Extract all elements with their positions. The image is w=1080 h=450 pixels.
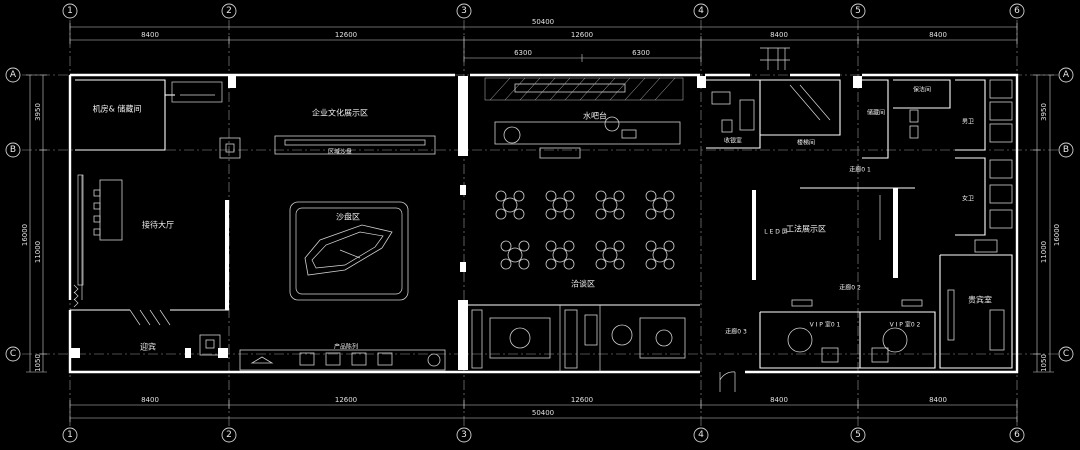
room-sand-table: 沙盘区 bbox=[336, 212, 360, 222]
room-vip-1: V I P 室0 1 bbox=[810, 321, 841, 329]
bubble-top-1-label: 1 bbox=[67, 6, 73, 16]
bubble-right-A-label: A bbox=[1063, 70, 1070, 80]
dim-right-2: 16000 bbox=[1053, 224, 1061, 246]
label-wall-screen: 区域沙盘 bbox=[328, 148, 352, 156]
bubble-bottom-5-label: 5 bbox=[855, 430, 861, 440]
bubble-top-4-label: 4 bbox=[698, 6, 704, 16]
dim-top-span-5: 8400 bbox=[929, 31, 947, 39]
room-cashier: 收银室 bbox=[724, 137, 742, 145]
bubble-left-A bbox=[5, 67, 21, 83]
dim-bottom-span-2: 12600 bbox=[335, 396, 357, 404]
dim-right-4: 1050 bbox=[1040, 354, 1048, 372]
bubble-top-2-label: 2 bbox=[226, 6, 232, 16]
dim-top-span-1: 8400 bbox=[141, 31, 159, 39]
room-culture-exhibit: 企业文化展示区 bbox=[312, 108, 368, 118]
bubble-left-B bbox=[5, 142, 21, 158]
room-storage: 储藏间 bbox=[867, 109, 885, 117]
dim-bottom-span-3: 12600 bbox=[571, 396, 593, 404]
bubble-top-3-label: 3 bbox=[461, 6, 467, 16]
bubble-top-6-label: 6 bbox=[1014, 6, 1020, 16]
room-negotiation: 洽谈区 bbox=[571, 279, 595, 289]
bubble-bottom-2-label: 2 bbox=[226, 430, 232, 440]
bubble-bottom-6 bbox=[1009, 427, 1025, 443]
room-corridor-2: 走廊0 2 bbox=[839, 284, 861, 292]
dim-top-span-2: 12600 bbox=[335, 31, 357, 39]
center-block: 水吧台 洽谈区 bbox=[458, 76, 700, 372]
bubble-left-C bbox=[5, 346, 21, 362]
bubble-right-A bbox=[1058, 67, 1074, 83]
grid-lines bbox=[22, 20, 1058, 428]
dim-top-sub-2: 6300 bbox=[632, 49, 650, 57]
bubble-right-C-label: C bbox=[1063, 349, 1069, 359]
dim-left-2: 16000 bbox=[21, 224, 29, 246]
dim-top-span-4: 8400 bbox=[770, 31, 788, 39]
left-block: 机房& 储藏间 接待大厅 迎宾 bbox=[70, 79, 229, 358]
label-product-showcase: 产品陈列 bbox=[334, 343, 358, 351]
bubble-bottom-3 bbox=[456, 427, 472, 443]
bubble-right-B-label: B bbox=[1063, 145, 1069, 155]
dim-total-bottom: 50400 bbox=[532, 409, 554, 417]
dim-left-4: 1050 bbox=[34, 354, 42, 372]
dimensions-right: 3950 16000 11000 1050 bbox=[1033, 74, 1061, 373]
bubble-top-4 bbox=[693, 3, 709, 19]
bubble-bottom-1-label: 1 bbox=[67, 430, 73, 440]
dim-top-span-3: 12600 bbox=[571, 31, 593, 39]
exterior-walls bbox=[68, 73, 1019, 374]
dim-left-1: 3950 bbox=[34, 103, 42, 121]
bubble-bottom-2 bbox=[221, 427, 237, 443]
bubble-bottom-6-label: 6 bbox=[1014, 430, 1020, 440]
dim-bottom-span-5: 8400 bbox=[929, 396, 947, 404]
bubble-top-5-label: 5 bbox=[855, 6, 861, 16]
bubble-bottom-3-label: 3 bbox=[461, 430, 467, 440]
dim-bottom-span-4: 8400 bbox=[770, 396, 788, 404]
bubble-bottom-1 bbox=[62, 427, 78, 443]
bubble-top-5 bbox=[850, 3, 866, 19]
bubble-top-3 bbox=[456, 3, 472, 19]
bubble-top-2 bbox=[221, 3, 237, 19]
dim-top-sub-1: 6300 bbox=[514, 49, 532, 57]
dimensions-top: 50400 8400 12600 12600 8400 8400 6300 63… bbox=[69, 18, 1018, 62]
dim-bottom-span-1: 8400 bbox=[141, 396, 159, 404]
bubble-left-A-label: A bbox=[10, 70, 17, 80]
bubble-right-C bbox=[1058, 346, 1074, 362]
dimensions-left: 3950 16000 11000 1050 bbox=[21, 74, 47, 373]
room-cleaning: 保洁间 bbox=[913, 86, 931, 94]
room-water-bar: 水吧台 bbox=[583, 111, 607, 121]
dim-left-3: 11000 bbox=[34, 241, 42, 263]
negotiation-tables bbox=[495, 190, 675, 270]
room-welcome: 迎宾 bbox=[140, 342, 156, 352]
room-guest: 贵宾室 bbox=[968, 295, 992, 305]
right-block: 收银室 楼梯间 储藏间 保洁间 男卫 女卫 走廊0 1 bbox=[706, 47, 1013, 392]
bubble-bottom-4 bbox=[693, 427, 709, 443]
label-led-screen: L E D 屏 bbox=[764, 229, 787, 236]
bubble-bottom-4-label: 4 bbox=[698, 430, 704, 440]
dimensions-bottom: 8400 12600 12600 8400 8400 50400 bbox=[69, 396, 1018, 422]
dim-right-1: 3950 bbox=[1040, 103, 1048, 121]
bubble-left-B-label: B bbox=[10, 145, 16, 155]
room-male-wc: 男卫 bbox=[962, 119, 974, 126]
bubble-right-B bbox=[1058, 142, 1074, 158]
room-vip-2: V I P 室0 2 bbox=[890, 321, 921, 329]
bubble-top-6 bbox=[1009, 3, 1025, 19]
bubble-left-C-label: C bbox=[10, 349, 16, 359]
room-corridor-3: 走廊0 3 bbox=[725, 328, 747, 336]
dim-total-top: 50400 bbox=[532, 18, 554, 26]
dim-right-3: 11000 bbox=[1040, 241, 1048, 263]
bubble-top-1 bbox=[62, 3, 78, 19]
room-stairwell: 楼梯间 bbox=[797, 139, 815, 147]
room-reception-hall: 接待大厅 bbox=[142, 220, 174, 230]
bubble-bottom-5 bbox=[850, 427, 866, 443]
room-machine-storage: 机房& 储藏间 bbox=[93, 104, 142, 114]
room-female-wc: 女卫 bbox=[962, 195, 974, 203]
culture-exhibit-block: 区域沙盘 企业文化展示区 沙盘区 产品陈列 bbox=[219, 108, 446, 371]
room-craft-exhibit: 工法展示区 bbox=[786, 224, 826, 234]
grid-bubbles: 1 2 3 4 5 6 1 2 3 4 5 6 A B C A B bbox=[5, 3, 1074, 443]
room-corridor-1: 走廊0 1 bbox=[849, 166, 871, 174]
